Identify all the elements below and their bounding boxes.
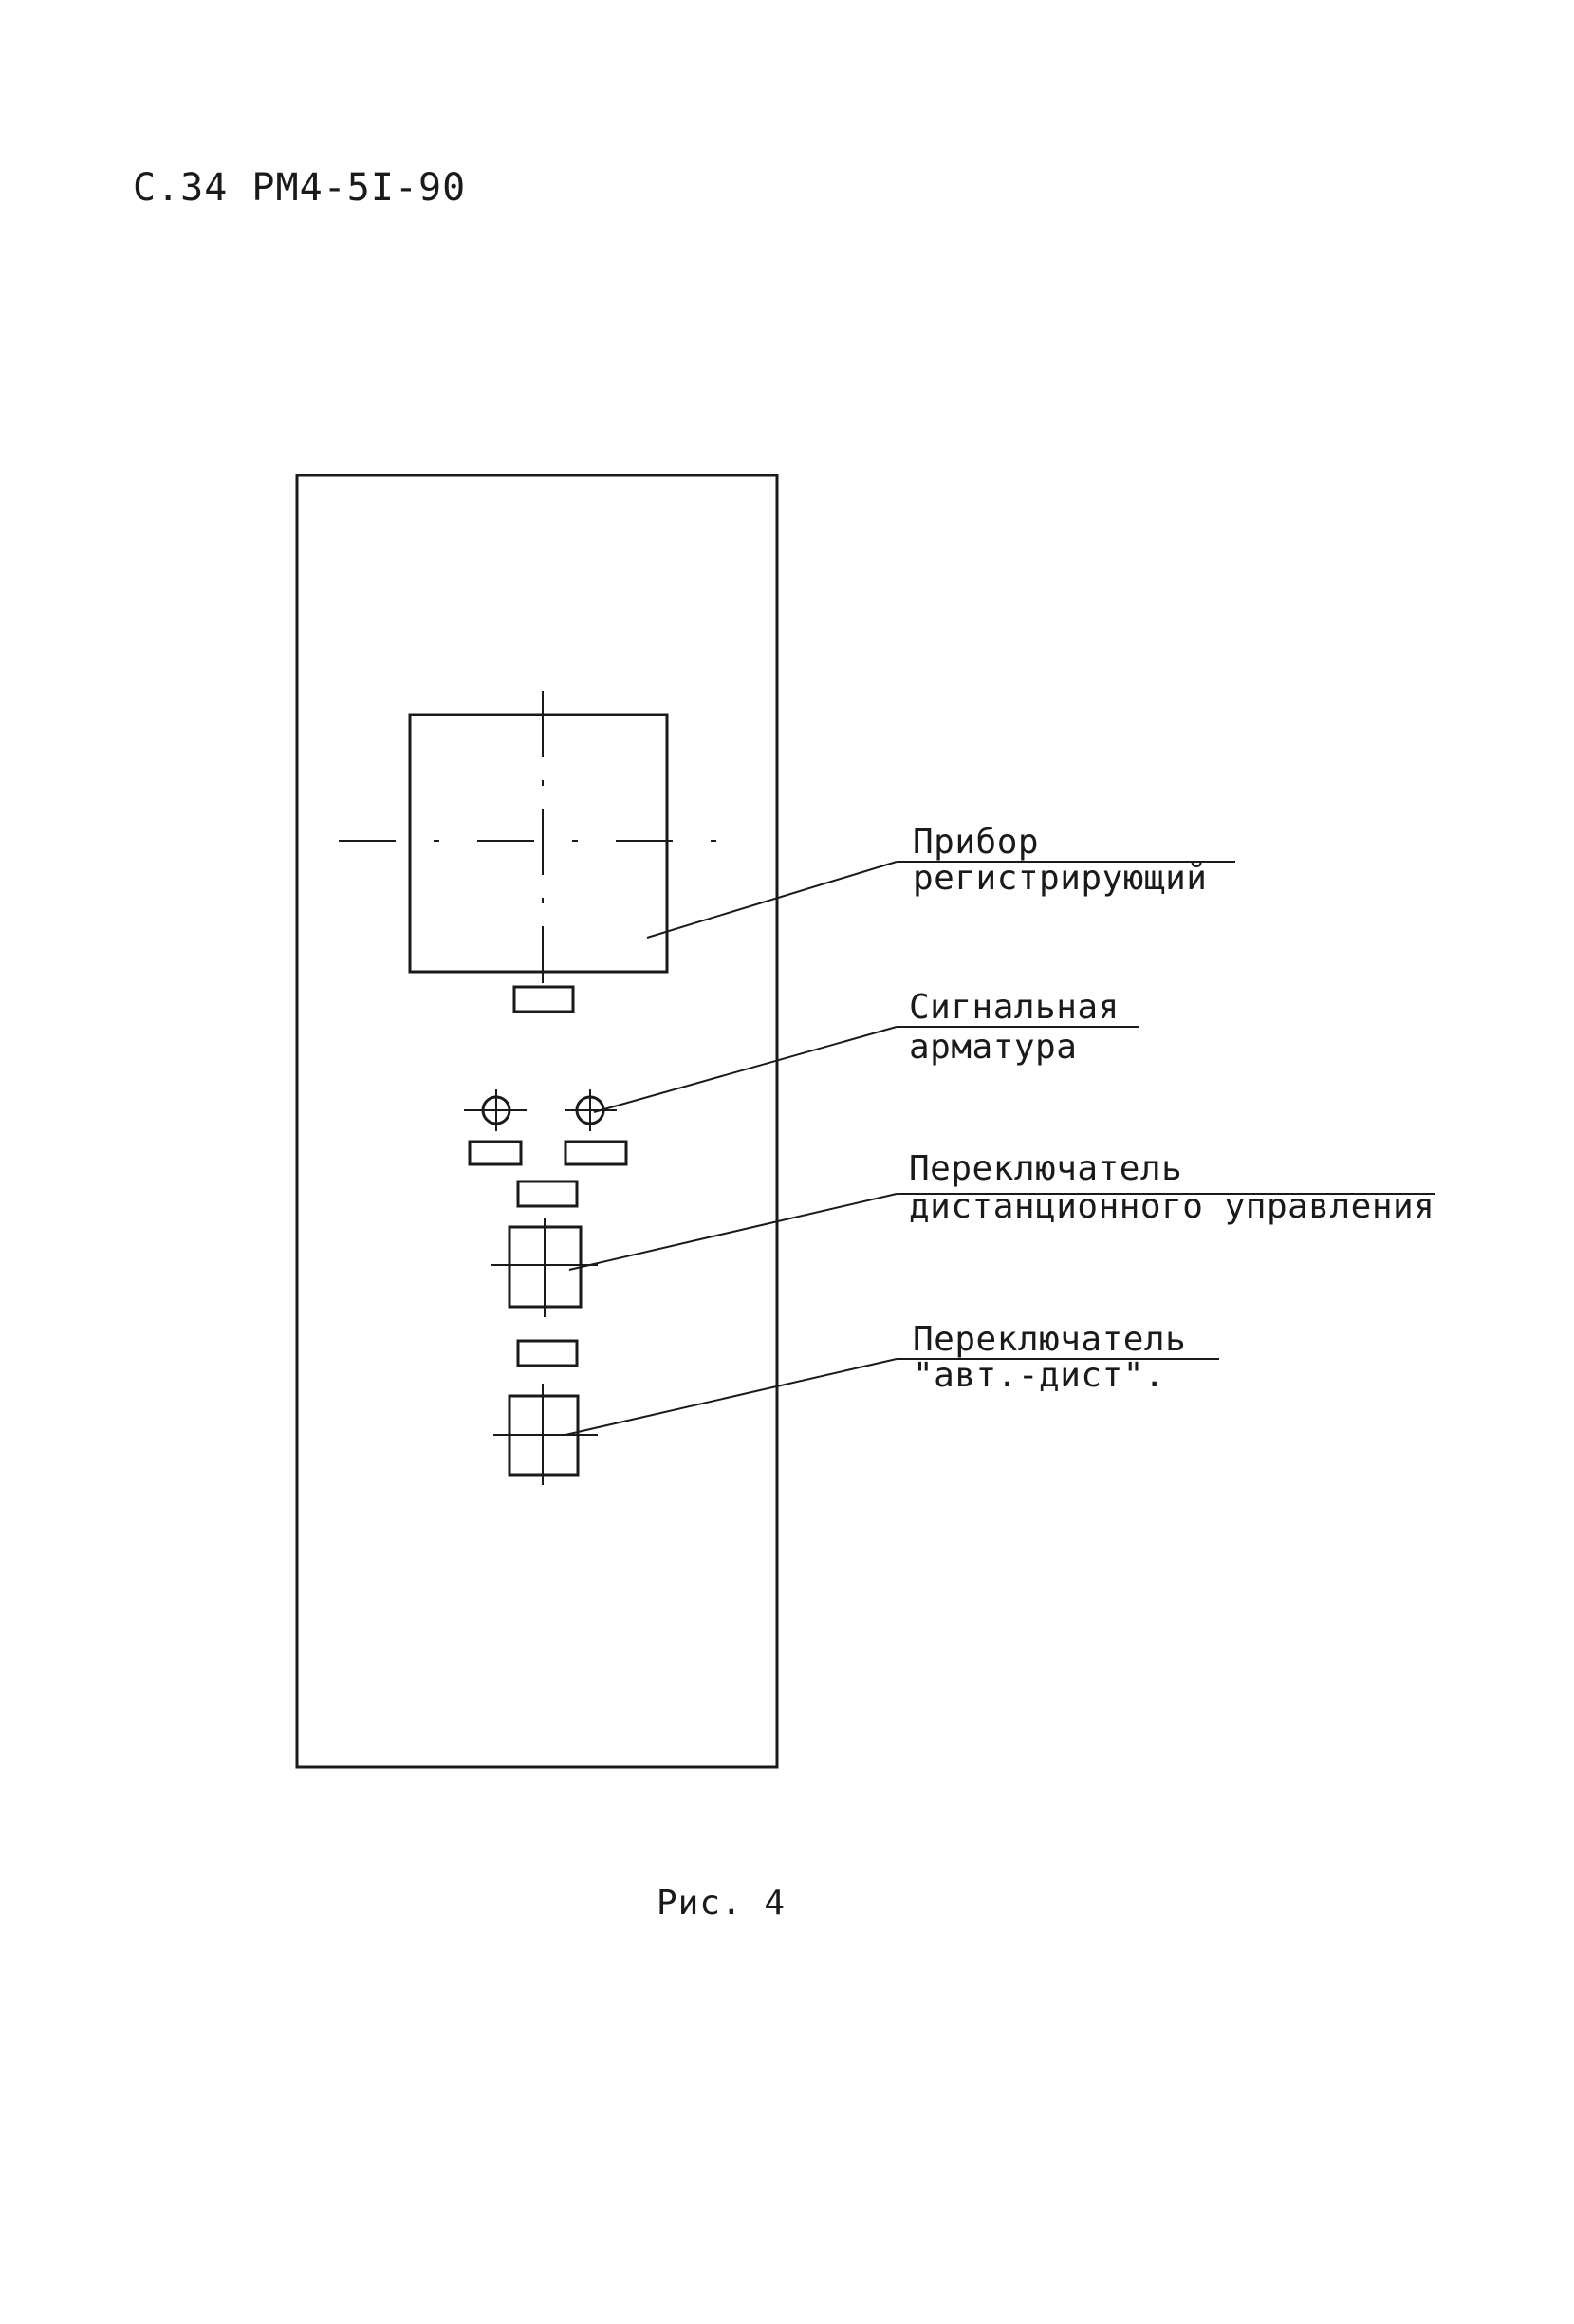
label-remote-line2: дистанционного управления bbox=[909, 1187, 1435, 1226]
leader-signal bbox=[593, 1026, 898, 1113]
remote-control-switch bbox=[491, 1180, 598, 1317]
label-recorder-line2: регистрирующий bbox=[913, 859, 1208, 898]
label-auto-line2: "авт.-дист". bbox=[913, 1356, 1166, 1395]
leader-remote bbox=[568, 1193, 898, 1271]
label-remote-line1: Переключатель bbox=[909, 1149, 1183, 1188]
recorder-nameplate bbox=[512, 985, 575, 1013]
recorder-body bbox=[408, 713, 669, 974]
leader-lines bbox=[565, 861, 1435, 1436]
label-recorder-line1: Прибор bbox=[913, 823, 1040, 862]
auto-switch-nameplate bbox=[516, 1339, 579, 1367]
remote-switch-nameplate bbox=[516, 1180, 579, 1208]
panel-outline bbox=[295, 474, 779, 1769]
lamp-right-nameplate bbox=[564, 1140, 628, 1166]
recorder-instrument bbox=[339, 691, 732, 1013]
leader-auto bbox=[565, 1358, 898, 1436]
lamp-left-nameplate bbox=[468, 1140, 523, 1166]
label-signal-line1: Сигнальная bbox=[909, 988, 1120, 1027]
label-signal-line2: арматура bbox=[909, 1028, 1078, 1067]
signal-lamps bbox=[464, 1089, 628, 1166]
figure-caption: Рис. 4 bbox=[657, 1884, 787, 1923]
page-header: С.34 РМ4-5I-90 bbox=[133, 166, 467, 210]
leader-recorder bbox=[646, 861, 898, 939]
auto-remote-switch bbox=[493, 1339, 598, 1485]
label-auto-line1: Переключатель bbox=[913, 1320, 1187, 1359]
